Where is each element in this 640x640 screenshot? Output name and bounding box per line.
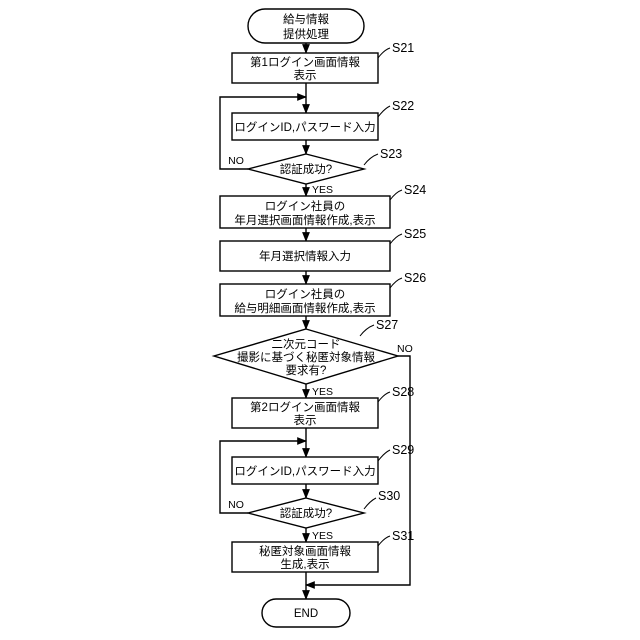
s23-label: S23 xyxy=(380,147,402,161)
s24-line2: 年月選択画面情報作成,表示 xyxy=(234,213,375,227)
s27-yes-label: YES xyxy=(312,386,333,398)
s26-line2: 給与明細画面情報作成,表示 xyxy=(234,301,375,315)
step-s21: 第1ログイン画面情報 表示 S21 xyxy=(232,41,414,83)
s31-line1: 秘匿対象画面情報 xyxy=(259,544,351,558)
s28-label: S28 xyxy=(392,385,414,399)
start-line2: 提供処理 xyxy=(283,27,329,41)
end-text: END xyxy=(294,608,318,620)
s29-label: S29 xyxy=(392,443,414,457)
step-s29: ログインID,パスワード入力 S29 xyxy=(232,443,414,484)
s28-line2: 表示 xyxy=(294,413,317,427)
s25-label: S25 xyxy=(404,227,426,241)
s30-text: 認証成功? xyxy=(280,506,332,520)
decision-s30: 認証成功? S30 xyxy=(248,489,400,528)
s31-label: S31 xyxy=(392,529,414,543)
s29-text: ログインID,パスワード入力 xyxy=(234,464,375,478)
s23-no-label: NO xyxy=(228,155,244,167)
end-terminal: END xyxy=(262,599,350,627)
step-s22: ログインID,パスワード入力 S22 xyxy=(232,99,414,140)
decision-s23: 認証成功? S23 xyxy=(248,147,402,184)
s26-line1: ログイン社員の xyxy=(265,287,346,301)
s30-label: S30 xyxy=(378,489,400,503)
s27-no-label: NO xyxy=(397,343,413,355)
s23-text: 認証成功? xyxy=(280,162,332,176)
s26-label: S26 xyxy=(404,271,426,285)
s23-yes-label: YES xyxy=(312,184,333,196)
s21-label: S21 xyxy=(392,41,414,55)
start-terminal: 給与情報 提供処理 xyxy=(248,9,364,43)
s30-no-label: NO xyxy=(228,499,244,511)
s25-text: 年月選択情報入力 xyxy=(259,249,351,263)
s27-line2: 撮影に基づく秘匿対象情報 xyxy=(237,350,375,364)
s27-line3: 要求有? xyxy=(286,363,327,377)
s31-line2: 生成,表示 xyxy=(280,557,329,571)
s22-text: ログインID,パスワード入力 xyxy=(234,120,375,134)
s21-line2: 表示 xyxy=(294,68,317,82)
start-line1: 給与情報 xyxy=(283,12,329,26)
s28-line1: 第2ログイン画面情報 xyxy=(250,400,360,414)
s27-line1: 二次元コード xyxy=(272,337,341,351)
s27-label: S27 xyxy=(376,318,398,332)
s21-line1: 第1ログイン画面情報 xyxy=(250,55,360,69)
step-s25: 年月選択情報入力 S25 xyxy=(220,227,426,271)
s24-label: S24 xyxy=(404,183,426,197)
s30-yes-label: YES xyxy=(312,530,333,542)
s24-line1: ログイン社員の xyxy=(265,199,346,213)
s22-label: S22 xyxy=(392,99,414,113)
step-s26: ログイン社員の 給与明細画面情報作成,表示 S26 xyxy=(220,271,426,316)
